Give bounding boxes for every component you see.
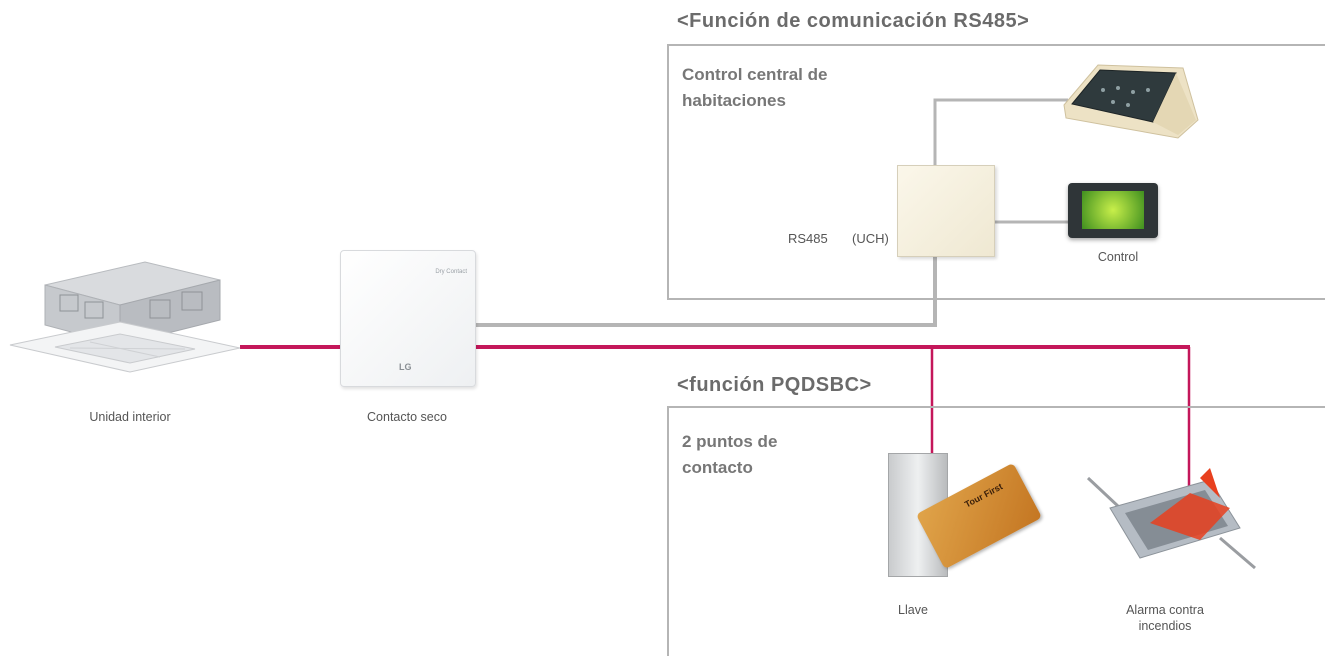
dry-contact-model-label: Dry Contact xyxy=(435,269,467,275)
alarm-caption-line1: Alarma contra xyxy=(1126,603,1204,617)
alarm-caption-line2: incendios xyxy=(1138,619,1192,633)
rs485-section-title: <Función de comunicación RS485> xyxy=(677,10,1030,32)
dry-contact-device: Dry Contact LG xyxy=(340,250,476,387)
control-device xyxy=(1068,183,1158,238)
fire-alarm-image xyxy=(1086,468,1256,570)
key-caption: Llave xyxy=(898,603,928,617)
fire-alarm-device xyxy=(1080,468,1260,573)
key-card-device: Tour First xyxy=(878,445,1048,580)
rs485-comm-line xyxy=(474,255,937,327)
pqdsbc-box-label-line1: 2 puntos de xyxy=(682,432,778,451)
pqdsbc-box-label: 2 puntos de contacto xyxy=(682,429,777,481)
rs485-label: RS485 xyxy=(788,231,828,246)
rs485-box-label-line2: habitaciones xyxy=(682,91,786,110)
rs485-box-label-line1: Control central de xyxy=(682,65,828,84)
control-screen xyxy=(1082,191,1144,229)
indoor-unit-image xyxy=(9,261,241,373)
rs485-box xyxy=(667,44,1325,300)
uch-device xyxy=(897,165,995,257)
pqdsbc-box xyxy=(667,406,1325,656)
dry-contact-caption: Contacto seco xyxy=(367,410,447,424)
uch-label: (UCH) xyxy=(852,231,889,246)
central-control-image xyxy=(1063,64,1199,139)
key-card-text: Tour First xyxy=(962,481,1005,510)
indoor-unit xyxy=(0,250,250,390)
central-control-device xyxy=(1058,60,1203,140)
pqdsbc-box-label-line2: contacto xyxy=(682,458,753,477)
indoor-unit-caption: Unidad interior xyxy=(89,410,171,424)
rs485-box-label: Control central de habitaciones xyxy=(682,62,827,114)
control-caption: Control xyxy=(1097,250,1139,264)
alarm-caption: Alarma contra incendios xyxy=(1110,602,1220,634)
pqdsbc-section-title: <función PQDSBC> xyxy=(677,374,872,396)
rs485-top-line xyxy=(933,98,1068,170)
lg-logo: LG xyxy=(399,362,412,372)
